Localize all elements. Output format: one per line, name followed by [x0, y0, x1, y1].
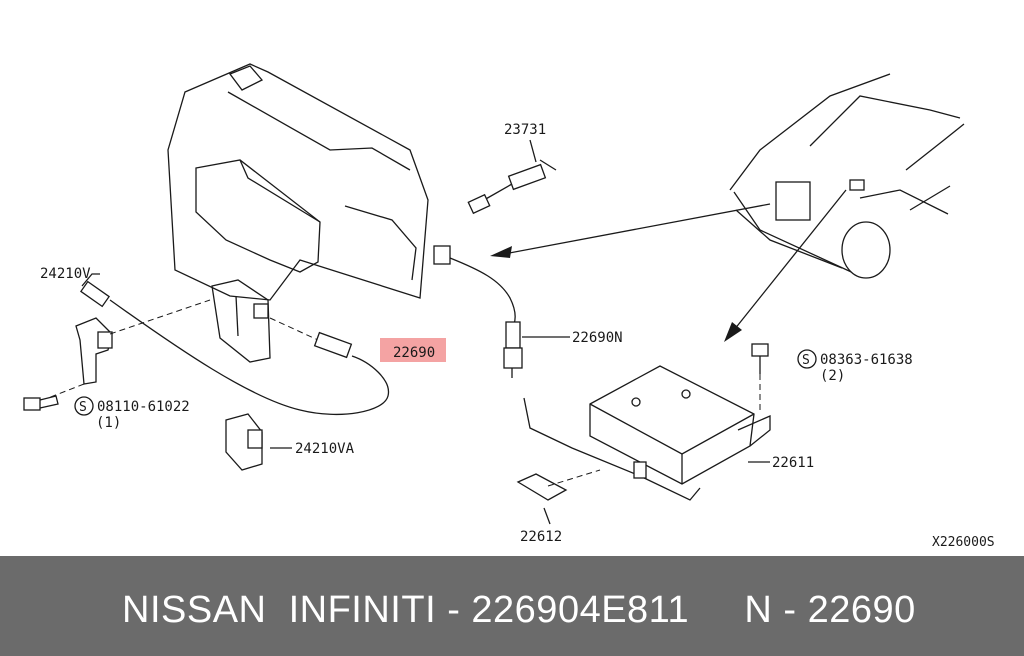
label-22611: 22611 [772, 455, 814, 471]
part-number-banner [0, 556, 1024, 656]
label-22690: 22690 [393, 345, 435, 361]
parts-diagram: 23731 24210V 22690 22690N S 08110-61022 … [23, 63, 995, 550]
label-22690n: 22690N [572, 330, 623, 346]
label-24210va: 24210VA [295, 441, 355, 457]
label-22612: 22612 [520, 529, 562, 545]
engine-block-drawing [167, 63, 429, 363]
diagram-code: X226000S [932, 535, 995, 550]
clip-24210va-drawing [225, 413, 263, 471]
o2-sensor-22690n-drawing [433, 245, 523, 378]
banner-title: NISSAN INFINITI - 226904E811 N - 22690 [122, 589, 916, 631]
bolt-08110-drawing [23, 395, 59, 411]
highlight-box [380, 338, 446, 362]
screw-symbol-icon [797, 349, 817, 369]
screw-symbol-icon [74, 396, 94, 416]
label-08363-61638: 08363-61638 [820, 352, 913, 368]
screw-symbol-s2: S [802, 353, 810, 368]
label-08110-61022: 08110-61022 [97, 399, 190, 415]
screw-symbol-s1: S [79, 400, 87, 415]
ecm-unit-22611-drawing [523, 365, 771, 501]
label-08363-qty: (2) [820, 368, 845, 384]
label-08110-qty: (1) [96, 415, 121, 431]
bracket-22612-drawing [516, 469, 601, 501]
label-24210v: 24210V [40, 266, 91, 282]
leader-lines [81, 139, 770, 525]
bracket-24210v-drawing [47, 299, 211, 399]
car-drawing [729, 73, 965, 279]
o2-sensor-22690-drawing [80, 280, 389, 416]
pointer-arrows [490, 189, 847, 342]
sensor-23731-drawing [467, 159, 557, 215]
bolt-08363-drawing [751, 343, 769, 374]
label-23731: 23731 [504, 122, 546, 138]
